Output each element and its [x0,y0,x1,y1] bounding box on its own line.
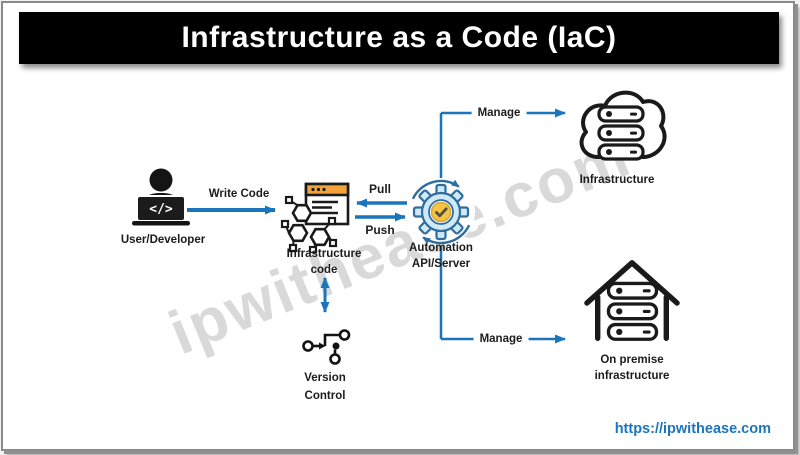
manage-bottom-label: Manage [473,332,529,346]
automation-label-line2: API/Server [411,258,471,270]
cloud-infrastructure-label: Infrastructure [579,174,655,186]
infrastructure-code-label-line2: code [310,264,338,276]
cloud-servers-icon [579,90,667,161]
code-window-molecule-icon [280,182,350,253]
infrastructure-code-label-line1: Infrastructure [286,248,362,260]
push-label: Push [365,223,395,237]
onprem-label-line2: infrastructure [594,370,670,382]
version-control-label-line1: Version [304,372,346,384]
onprem-label-line1: On premise [600,354,664,366]
laptop-code-glyph: </> [149,202,173,217]
automation-label-line1: Automation [409,242,473,254]
gear-sync-check-icon [407,178,475,246]
git-branch-icon [302,329,351,365]
page-title: Infrastructure as a Code (IaC) [19,12,779,64]
pull-label: Pull [368,182,392,196]
connector-arrows-layer [187,108,566,344]
write-code-label: Write Code [208,188,270,200]
manage-top-label: Manage [471,106,527,120]
developer-at-laptop-icon: </> [132,168,190,226]
footer-website-link[interactable]: https://ipwithease.com [614,421,771,437]
version-control-label-line2: Control [304,390,346,402]
house-servers-icon [584,260,680,341]
user-developer-label: User/Developer [120,234,206,246]
diagram-canvas: ipwithease.com Write Code Pull Push Mana… [3,3,793,449]
